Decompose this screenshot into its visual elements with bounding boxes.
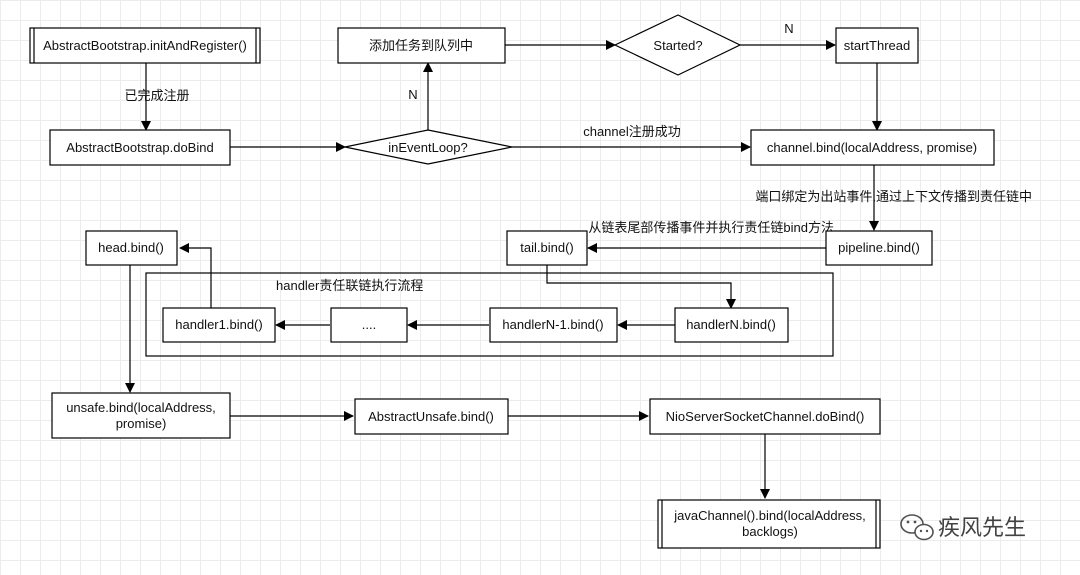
edge-label-from-tail: 从链表尾部传播事件并执行责任链bind方法 (588, 220, 834, 235)
node-java-channel-line2: backlogs) (742, 524, 798, 539)
handler-chain-group (145, 272, 834, 357)
node-handler-n1-label: handlerN-1.bind() (502, 317, 603, 332)
node-head-bind: head.bind() (85, 230, 178, 266)
edge-label-registered: 已完成注册 (124, 88, 189, 103)
node-java-channel-line1: javaChannel().bind(localAddress, (673, 508, 866, 523)
node-init-and-register: AbstractBootstrap.initAndRegister() (29, 27, 261, 64)
node-ellipsis-label: .... (362, 317, 376, 332)
node-start-thread-label: startThread (844, 38, 910, 53)
node-abstract-unsafe: AbstractUnsafe.bind() (354, 398, 509, 435)
node-handler-n: handlerN.bind() (674, 307, 789, 343)
edge-label-n-started: N (784, 21, 793, 36)
node-ellipsis: .... (330, 307, 408, 343)
node-nio-do-bind: NioServerSocketChannel.doBind() (649, 398, 881, 435)
node-started: Started? (613, 14, 742, 76)
node-add-task-label: 添加任务到队列中 (369, 38, 473, 53)
edge-label-outbound: 端口绑定为出站事件,通过上下文传播到责任链中 (755, 189, 1032, 204)
edges (125, 40, 882, 499)
node-started-label: Started? (653, 38, 702, 53)
node-java-channel: javaChannel().bind(localAddress, backlog… (657, 499, 881, 549)
node-in-event-loop-label: inEventLoop? (388, 140, 468, 155)
node-start-thread: startThread (835, 27, 919, 64)
group-label: handler责任联链执行流程 (276, 278, 423, 293)
watermark-text: 疾风先生 (938, 516, 1026, 541)
node-init-and-register-label: AbstractBootstrap.initAndRegister() (43, 38, 247, 53)
node-channel-bind-label: channel.bind(localAddress, promise) (767, 140, 977, 155)
node-abstract-unsafe-label: AbstractUnsafe.bind() (368, 409, 494, 424)
node-handler-1-label: handler1.bind() (175, 317, 262, 332)
node-in-event-loop: inEventLoop? (344, 129, 513, 165)
node-handler-1: handler1.bind() (162, 307, 276, 343)
edge-label-n-loop: N (408, 87, 417, 102)
wechat-icon (900, 514, 934, 541)
node-pipeline-bind-label: pipeline.bind() (838, 240, 920, 255)
node-handler-n1: handlerN-1.bind() (489, 307, 618, 343)
node-tail-bind: tail.bind() (506, 230, 588, 266)
watermark: 疾风先生 (900, 514, 1026, 541)
node-do-bind-label: AbstractBootstrap.doBind (66, 140, 213, 155)
node-unsafe-bind-line2: promise) (116, 416, 167, 431)
node-handler-n-label: handlerN.bind() (686, 317, 776, 332)
node-pipeline-bind: pipeline.bind() (825, 230, 933, 266)
node-nio-do-bind-label: NioServerSocketChannel.doBind() (666, 409, 865, 424)
edge-label-reg-success: channel注册成功 (583, 124, 681, 139)
node-unsafe-bind: unsafe.bind(localAddress, promise) (51, 392, 231, 439)
node-do-bind: AbstractBootstrap.doBind (49, 129, 231, 166)
node-tail-bind-label: tail.bind() (520, 240, 573, 255)
node-unsafe-bind-line1: unsafe.bind(localAddress, (66, 400, 216, 415)
node-add-task: 添加任务到队列中 (337, 27, 506, 64)
edge-handler1-to-head (179, 243, 212, 308)
node-head-bind-label: head.bind() (98, 240, 164, 255)
node-channel-bind: channel.bind(localAddress, promise) (750, 129, 995, 166)
edge-tail-to-handlern (546, 265, 736, 309)
